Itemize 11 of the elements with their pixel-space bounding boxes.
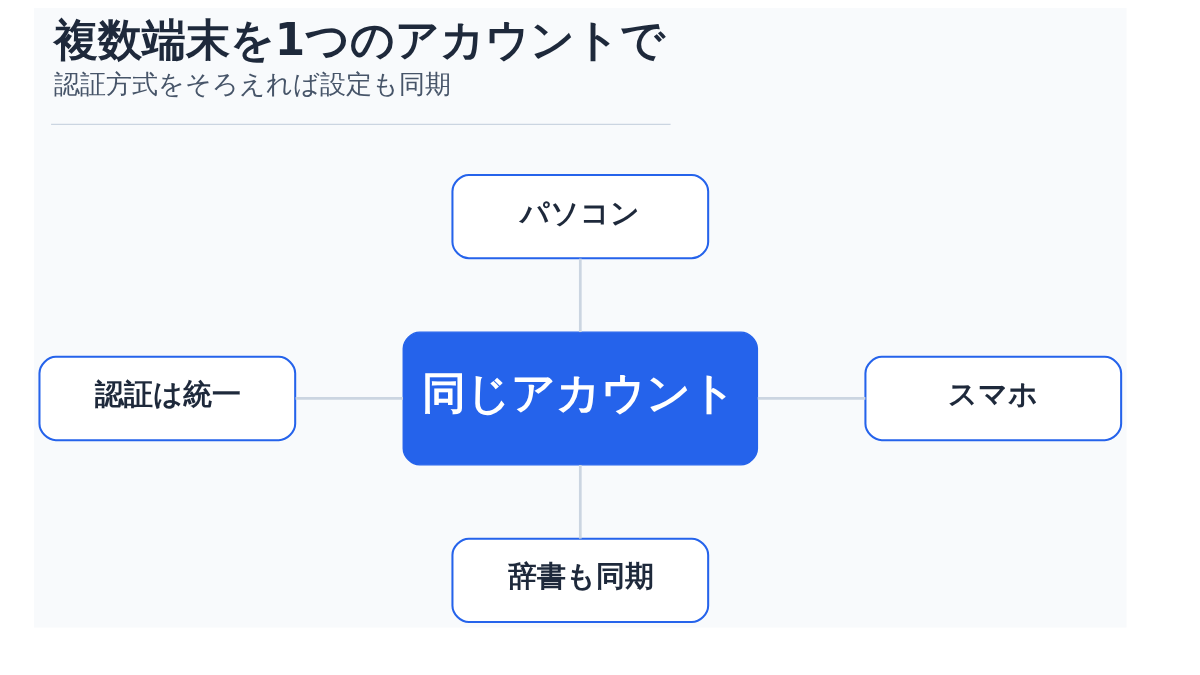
node-box: 辞書も同期 bbox=[451, 537, 710, 624]
caption: 認証方式をそろえれば設定も同期 bbox=[53, 69, 451, 100]
connector bbox=[757, 397, 866, 400]
connector bbox=[578, 258, 582, 333]
node-box: スマホ bbox=[864, 355, 1123, 442]
node-box: パソコン bbox=[451, 173, 710, 260]
connector bbox=[578, 465, 582, 539]
node-box: 同じアカウント bbox=[402, 331, 759, 466]
node-box: 認証は統一 bbox=[38, 355, 297, 442]
connector bbox=[295, 397, 403, 400]
diagram-title: 複数端末を1つのアカウントで bbox=[53, 14, 666, 66]
